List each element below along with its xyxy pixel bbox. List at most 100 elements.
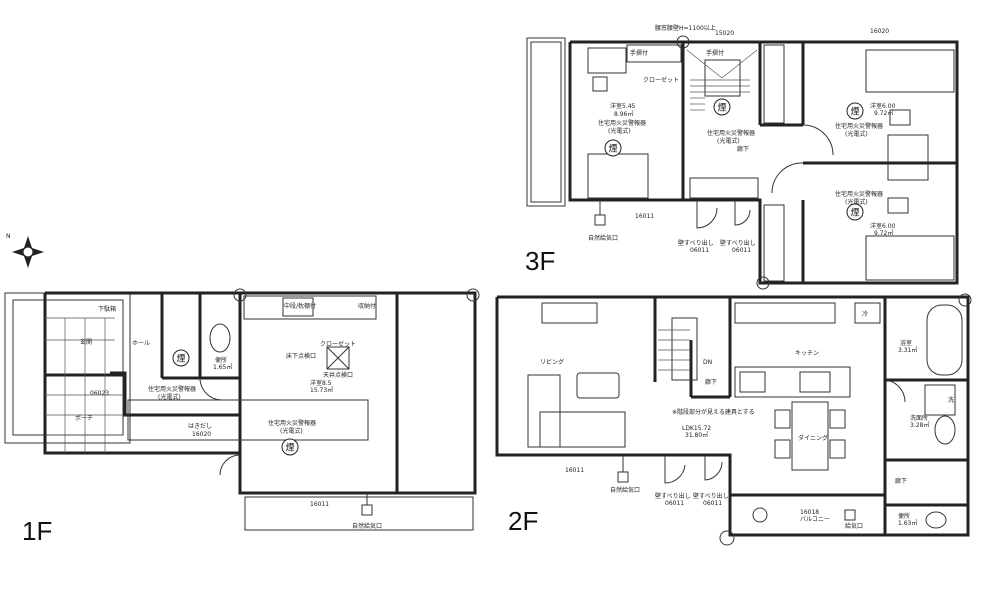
plan-line xyxy=(802,124,834,156)
dining-table xyxy=(791,401,829,471)
window-label: 壁すべり出し xyxy=(678,239,714,247)
window-label: はきだし xyxy=(188,423,212,430)
plan-line xyxy=(172,349,190,367)
plan-line xyxy=(854,302,881,324)
floor-2f: リビング キッチン ダイニング LDK15.72 31.80㎡ ※階段部分が見え… xyxy=(495,293,972,546)
room-label: ホール xyxy=(132,340,150,347)
room-label: ダイニング xyxy=(798,434,828,442)
room-label: 浴室 xyxy=(900,339,912,347)
tv-board xyxy=(541,302,598,324)
plan-line xyxy=(756,276,770,290)
plan-label: 煙 xyxy=(851,107,860,118)
plan-line xyxy=(617,471,629,483)
plan-line xyxy=(713,98,731,116)
alarm-sub: (光電式) xyxy=(845,198,868,206)
plan-line xyxy=(934,415,956,445)
closet-label: クローゼット xyxy=(320,340,356,348)
plan-line xyxy=(889,109,911,126)
window-code: 16011 xyxy=(635,213,654,220)
plan-line xyxy=(958,293,972,307)
room-label: 洗面所 xyxy=(910,414,928,422)
floor-label-1f: 1F xyxy=(22,516,52,546)
window-code: 16020 xyxy=(870,28,889,35)
plan-line xyxy=(719,530,735,546)
door-code: 06023 xyxy=(90,390,109,397)
plan-line xyxy=(721,49,758,79)
plan-line xyxy=(734,366,851,398)
plan-line xyxy=(734,302,836,324)
plan-line xyxy=(774,439,791,459)
window-code: 15020 xyxy=(715,30,734,37)
storage-label: 中段/枕棚付 xyxy=(284,302,316,310)
plan-line xyxy=(4,292,131,444)
washer-label: 洗 xyxy=(948,396,954,404)
plan-label: 煙 xyxy=(286,443,295,454)
plan-line xyxy=(326,346,350,370)
plan-line xyxy=(209,323,231,353)
window-label: 壁すべり出し xyxy=(655,492,691,500)
alarm-label: 住宅用火災警報器 xyxy=(835,122,883,130)
smoke-detector-icon: 煙 xyxy=(713,98,731,116)
alarm-label: 住宅用火災警報器 xyxy=(268,419,316,427)
plan-line xyxy=(527,374,561,448)
closet-label: クローゼット xyxy=(643,76,679,84)
hall-label: 廊下 xyxy=(737,145,749,153)
plan-line xyxy=(739,371,766,393)
plan-line xyxy=(664,455,686,484)
plan-line xyxy=(127,399,369,441)
plan-line xyxy=(771,162,804,194)
smoke-detector-icon: 煙 xyxy=(281,438,299,456)
window-code: 06011 xyxy=(703,500,722,507)
room-area: 31.80㎡ xyxy=(685,431,708,439)
plan-line xyxy=(671,317,698,381)
plan-line xyxy=(361,504,373,516)
bathtub xyxy=(926,304,963,376)
plan-line xyxy=(924,384,956,416)
plan-line xyxy=(696,200,718,229)
stairs-3f xyxy=(686,49,758,111)
smoke-detector-icon: 煙 xyxy=(846,102,864,120)
plan-line xyxy=(110,371,240,417)
window-label: 壁すべり出し xyxy=(720,239,756,247)
vent-label: 自然給気口 xyxy=(610,486,640,494)
plan-line xyxy=(495,295,970,537)
alarm-sub: (光電式) xyxy=(845,130,868,138)
room-label: 洋室6.00 xyxy=(870,222,896,230)
alarm-label: 住宅用火災警報器 xyxy=(835,190,883,198)
window-code: 06011 xyxy=(732,247,751,254)
room-area: 1.65㎡ xyxy=(213,363,232,371)
smoke-detector-icon: 煙 xyxy=(604,139,622,157)
shoebox-label: 下駄箱 xyxy=(98,305,116,313)
plan-line xyxy=(865,235,955,281)
plan-line xyxy=(281,438,299,456)
plan-line xyxy=(592,76,608,92)
floor-1f: 玄関 ホール 下駄箱 便所 1.65㎡ 06023 ポーチ 住宅用火災警報器 (… xyxy=(4,288,480,546)
handrail-label: 手摺付 xyxy=(706,49,724,57)
room-label: 便所 xyxy=(898,512,910,520)
note-label: 腰窓腰壁H=1100以上 xyxy=(655,24,716,32)
plan-line xyxy=(734,200,751,226)
entrance-tiles xyxy=(45,317,123,453)
room-label: LDK15.72 xyxy=(682,425,711,432)
plan-line xyxy=(774,409,791,429)
plan-line xyxy=(829,439,846,459)
alarm-label: 住宅用火災警報器 xyxy=(598,119,646,127)
plan-line xyxy=(752,507,768,523)
plan-line xyxy=(587,153,649,199)
vent-label: 給気口 xyxy=(845,522,863,530)
alarm-sub: (光電式) xyxy=(717,137,740,145)
plan-label: 煙 xyxy=(609,144,618,155)
plan-line xyxy=(604,139,622,157)
plan-line xyxy=(22,246,34,258)
room-area: 9.72㎡ xyxy=(874,109,893,117)
note-label: ※階段部分が見える建具とする xyxy=(672,408,755,416)
plan-label: 煙 xyxy=(718,103,727,114)
balcony-3f xyxy=(526,37,566,207)
room-area: 3.31㎡ xyxy=(898,346,917,354)
window-code: 16011 xyxy=(310,501,329,508)
room-label: 玄関 xyxy=(80,338,92,346)
plan-line xyxy=(829,409,846,429)
plan-line xyxy=(689,177,759,199)
plan-line xyxy=(219,454,241,476)
room-label: 洋室8.5 xyxy=(310,379,332,387)
